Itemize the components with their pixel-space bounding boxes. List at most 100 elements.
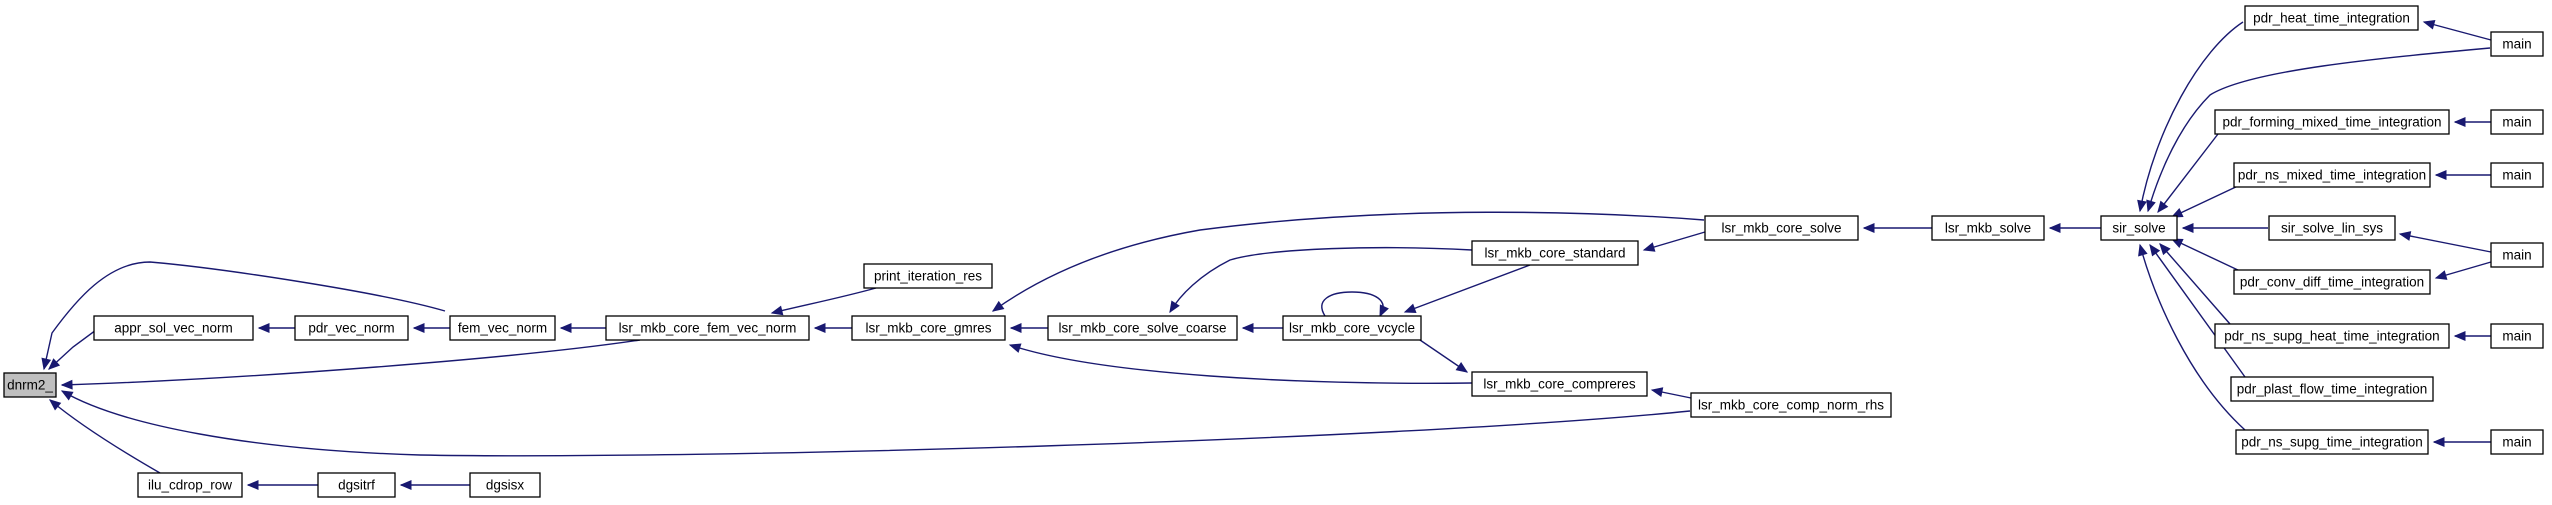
node-dgsisx[interactable]: dgsisx bbox=[469, 472, 541, 498]
node-label: lsr_mkb_core_comp_norm_rhs bbox=[1698, 398, 1884, 413]
arrowhead-icon bbox=[412, 323, 425, 333]
edge-lsr_mkb_core_comp_norm_rhs-to-lsr_mkb_core_compreres bbox=[1650, 387, 1692, 399]
arrowhead-icon bbox=[1862, 223, 1875, 233]
node-lsr-mkb-solve[interactable]: lsr_mkb_solve bbox=[1931, 215, 2045, 241]
edge-layer bbox=[41, 19, 2492, 490]
arrowhead-icon bbox=[2157, 200, 2169, 214]
arrowhead-icon bbox=[1650, 387, 1664, 397]
node-lsr-mkb-core-fem-vec-norm[interactable]: lsr_mkb_core_fem_vec_norm bbox=[605, 315, 810, 341]
node-pdr-ns-supg-heat-time-integration[interactable]: pdr_ns_supg_heat_time_integration bbox=[2214, 323, 2450, 349]
node-label: lsr_mkb_core_solve bbox=[1721, 221, 1841, 236]
arrowhead-icon bbox=[991, 300, 1005, 312]
node-dnrm2[interactable]: dnrm2_ bbox=[3, 372, 57, 398]
node-label: pdr_plast_flow_time_integration bbox=[2237, 382, 2428, 397]
node-label: lsr_mkb_core_fem_vec_norm bbox=[619, 321, 797, 336]
node-pdr-vec-norm[interactable]: pdr_vec_norm bbox=[294, 315, 409, 341]
edge-line bbox=[1643, 231, 1706, 251]
edge-pdr_ns_supg_time_integration-to-sir_solve bbox=[2138, 243, 2246, 431]
node-box bbox=[605, 315, 810, 341]
edge-lsr_mkb_core_vcycle-to-lsr_mkb_core_compreres bbox=[1419, 339, 1469, 373]
node-label: print_iteration_res bbox=[874, 269, 982, 284]
arrowhead-icon bbox=[399, 480, 412, 490]
node-main-4[interactable]: main bbox=[2490, 242, 2544, 268]
node-box bbox=[2233, 269, 2431, 295]
node-fem-vec-norm[interactable]: fem_vec_norm bbox=[449, 315, 556, 341]
node-box bbox=[2490, 323, 2544, 349]
edge-line bbox=[2157, 133, 2219, 213]
edge-pdr_plast_flow_time_integration-to-sir_solve bbox=[2149, 243, 2246, 378]
arrowhead-icon bbox=[246, 480, 259, 490]
node-label: fem_vec_norm bbox=[458, 321, 547, 336]
node-dgsitrf[interactable]: dgsitrf bbox=[317, 472, 396, 498]
edge-lsr_mkb_core_fem_vec_norm-to-fem_vec_norm bbox=[559, 323, 606, 333]
node-label: pdr_ns_supg_time_integration bbox=[2241, 435, 2423, 450]
arrowhead-icon bbox=[2181, 223, 2194, 233]
node-box bbox=[317, 472, 396, 498]
node-main-5[interactable]: main bbox=[2490, 323, 2544, 349]
node-lsr-mkb-core-vcycle[interactable]: lsr_mkb_core_vcycle bbox=[1282, 315, 1422, 341]
node-box bbox=[863, 263, 993, 289]
node-box bbox=[2100, 215, 2178, 241]
node-sir-solve[interactable]: sir_solve bbox=[2100, 215, 2178, 241]
node-main-1[interactable]: main bbox=[2490, 31, 2544, 57]
node-main-3[interactable]: main bbox=[2490, 162, 2544, 188]
arrowhead-icon bbox=[1379, 304, 1389, 318]
edge-line bbox=[2149, 244, 2246, 378]
node-layer: dnrm2_ appr_sol_vec_norm pdr_vec_norm fem_v… bbox=[3, 5, 2544, 498]
node-main-6[interactable]: main bbox=[2490, 429, 2544, 455]
arrowhead-icon bbox=[48, 358, 61, 370]
edge-ilu_cdrop_row-to-dnrm2 bbox=[49, 399, 161, 474]
edge-lsr_mkb_core_comp_norm_rhs-to-dnrm2 bbox=[60, 390, 1691, 457]
node-lsr-mkb-core-gmres[interactable]: lsr_mkb_core_gmres bbox=[851, 315, 1006, 341]
arrowhead-icon bbox=[2422, 19, 2436, 30]
node-box bbox=[3, 372, 57, 398]
arrowhead-icon bbox=[559, 323, 572, 333]
node-pdr-plast-flow-time-integration[interactable]: pdr_plast_flow_time_integration bbox=[2230, 376, 2434, 402]
edge-line bbox=[2171, 238, 2241, 272]
node-ilu-cdrop-row[interactable]: ilu_cdrop_row bbox=[137, 472, 243, 498]
node-label: dnrm2_ bbox=[7, 378, 53, 393]
node-pdr-ns-supg-time-integration[interactable]: pdr_ns_supg_time_integration bbox=[2235, 429, 2429, 455]
node-pdr-forming-mixed-time-integration[interactable]: pdr_forming_mixed_time_integration bbox=[2214, 109, 2450, 135]
node-box bbox=[2490, 31, 2544, 57]
node-label: main bbox=[2502, 37, 2531, 52]
edge-lsr_mkb_core_solve-to-lsr_mkb_core_standard bbox=[1642, 231, 1706, 252]
edge-lsr_mkb_solve-to-lsr_mkb_core_solve bbox=[1862, 223, 1932, 233]
edge-sir_solve_lin_sys-to-sir_solve bbox=[2181, 223, 2268, 233]
node-pdr-ns-mixed-time-integration[interactable]: pdr_ns_mixed_time_integration bbox=[2233, 162, 2431, 188]
node-lsr-mkb-core-standard[interactable]: lsr_mkb_core_standard bbox=[1471, 240, 1639, 266]
node-label: ilu_cdrop_row bbox=[148, 478, 232, 493]
node-sir-solve-lin-sys[interactable]: sir_solve_lin_sys bbox=[2268, 215, 2396, 241]
node-main-2[interactable]: main bbox=[2490, 109, 2544, 135]
arrowhead-icon bbox=[813, 323, 826, 333]
edge-main_4-to-pdr_conv_diff_time_integration bbox=[2434, 261, 2492, 280]
node-appr-sol-vec-norm[interactable]: appr_sol_vec_norm bbox=[93, 315, 254, 341]
arrowhead-icon bbox=[2453, 331, 2466, 341]
node-pdr-heat-time-integration[interactable]: pdr_heat_time_integration bbox=[2244, 5, 2419, 31]
arrowhead-icon bbox=[60, 390, 74, 401]
edge-line bbox=[1169, 246, 1473, 313]
edge-line bbox=[2147, 47, 2491, 212]
arrowhead-icon bbox=[1241, 323, 1254, 333]
node-label: pdr_heat_time_integration bbox=[2253, 11, 2410, 26]
edge-pdr_vec_norm-to-appr_sol_vec_norm bbox=[257, 323, 295, 333]
node-lsr-mkb-core-solve[interactable]: lsr_mkb_core_solve bbox=[1704, 215, 1859, 241]
node-print-iteration-res[interactable]: print_iteration_res bbox=[863, 263, 993, 289]
node-label: dgsitrf bbox=[338, 478, 375, 493]
node-lsr-mkb-core-compreres[interactable]: lsr_mkb_core_compreres bbox=[1471, 371, 1648, 397]
edge-lsr_mkb_core_gmres-to-lsr_mkb_core_fem_vec_norm bbox=[813, 323, 852, 333]
node-lsr-mkb-core-comp-norm-rhs[interactable]: lsr_mkb_core_comp_norm_rhs bbox=[1690, 392, 1892, 418]
node-pdr-conv-diff-time-integration[interactable]: pdr_conv_diff_time_integration bbox=[2233, 269, 2431, 295]
edge-print_iteration_res-to-lsr_mkb_core_fem_vec_norm bbox=[770, 287, 877, 316]
node-box bbox=[2490, 242, 2544, 268]
node-lsr-mkb-core-solve-coarse[interactable]: lsr_mkb_core_solve_coarse bbox=[1047, 315, 1238, 341]
edge-lsr_mkb_core_standard-to-lsr_mkb_core_solve_coarse bbox=[1169, 246, 1473, 314]
node-label: pdr_vec_norm bbox=[308, 321, 394, 336]
arrowhead-icon bbox=[1008, 343, 1022, 353]
node-box bbox=[2490, 162, 2544, 188]
edge-line bbox=[61, 390, 1691, 457]
arrowhead-icon bbox=[49, 399, 62, 411]
edge-pdr_ns_mixed_time_integration-to-sir_solve bbox=[2170, 184, 2241, 218]
node-box bbox=[137, 472, 243, 498]
edge-main_1-to-sir_solve bbox=[2146, 47, 2491, 213]
